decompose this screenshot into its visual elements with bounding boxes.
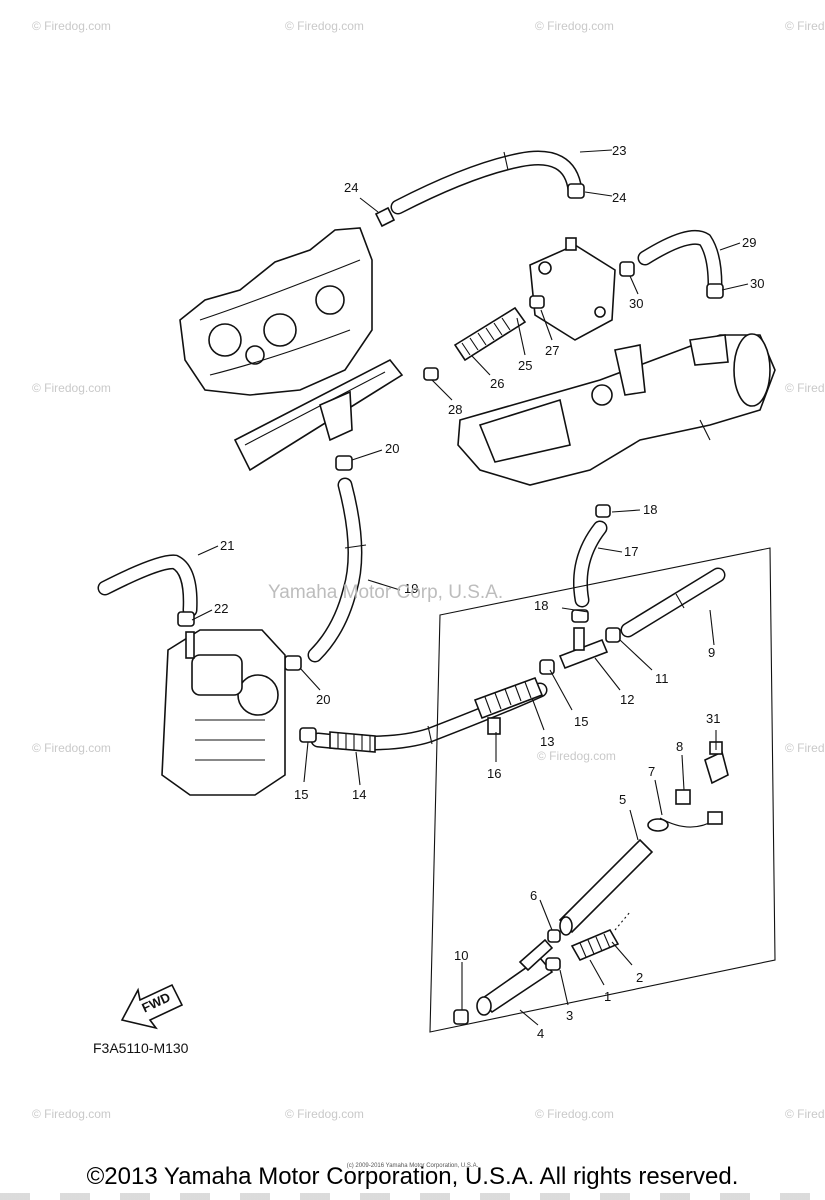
inset-frame: [429, 547, 776, 1033]
corrugated-16: [473, 676, 544, 735]
callout-16: 16: [487, 766, 501, 781]
callout-9: 9: [708, 645, 715, 660]
clamp-18-mid: [571, 609, 589, 623]
callout-11: 11: [655, 671, 669, 686]
clamp-24-left: [374, 206, 396, 228]
callout-4: 4: [537, 1026, 544, 1041]
bracket-wire: [659, 811, 723, 828]
clamp-27: [529, 295, 545, 309]
manifold-plate: [233, 358, 404, 472]
callout-15: 15: [574, 714, 588, 729]
callout-22: 22: [214, 601, 228, 616]
callout-2: 2: [636, 970, 643, 985]
footer-strip: [0, 1193, 825, 1200]
clamp-10: [453, 1009, 469, 1025]
watermark: © Firedog.com: [535, 1107, 614, 1121]
hose-21: [97, 554, 198, 618]
watermark: © Firedog.com: [285, 1107, 364, 1121]
watermark: © Firedog.com: [32, 741, 111, 755]
clamp-22: [177, 611, 195, 627]
callout-1: 1: [604, 989, 611, 1004]
clamp-11: [605, 627, 621, 643]
clamp-18-top: [595, 504, 611, 518]
callout-19: 19: [404, 581, 418, 596]
clamp-6: [547, 929, 561, 943]
callout-6: 6: [530, 888, 537, 903]
callout-8: 8: [676, 739, 683, 754]
clamp-15-left: [299, 727, 317, 743]
joint-4: [476, 938, 554, 1016]
clamp-20-top: [335, 455, 353, 471]
callout-3: 3: [566, 1008, 573, 1023]
hose-29: [637, 229, 723, 293]
connector-31: [704, 741, 729, 785]
exhaust-guide: [457, 333, 776, 486]
callout-31: 31: [706, 711, 720, 726]
callout-30: 30: [750, 276, 764, 291]
clamp-30-left: [619, 261, 635, 277]
diagram-code: F3A5110-M130: [93, 1040, 189, 1056]
callout-28: 28: [448, 402, 462, 417]
callouts: 23 24 24 29 30 30 27 25 26 28 20 18 17 1…: [214, 143, 764, 1041]
callout-14: 14: [352, 787, 366, 802]
callout-30: 30: [629, 296, 643, 311]
watermark: © Firedog.com: [32, 1107, 111, 1121]
callout-20: 20: [316, 692, 330, 707]
leader-lines: [191, 149, 749, 1026]
hose-23: [390, 150, 583, 215]
t-joint-12: [558, 627, 609, 670]
callout-20: 20: [385, 441, 399, 456]
clamp-24-right: [567, 183, 585, 199]
watermark: © Firedog.com: [32, 381, 111, 395]
watermark: © Firedog.com: [537, 749, 616, 763]
callout-18: 18: [643, 502, 657, 517]
fwd-arrow-icon: FWD: [120, 983, 184, 1030]
hose-19: [307, 477, 367, 663]
watermark-layer: © Firedog.com © Firedog.com © Firedog.co…: [32, 19, 825, 1121]
callout-15: 15: [294, 787, 308, 802]
pump-unit: [161, 629, 286, 796]
callout-7: 7: [648, 764, 655, 779]
washer-7: [647, 818, 669, 832]
callout-13: 13: [540, 734, 554, 749]
callout-18: 18: [534, 598, 548, 613]
center-watermark: Yamaha Motor Corp, U.S.A.: [268, 582, 504, 603]
hose-26: [453, 306, 527, 362]
callout-29: 29: [742, 235, 756, 250]
clamp-15-right: [539, 659, 555, 675]
watermark: © Firedog.com: [785, 381, 825, 395]
callout-5: 5: [619, 792, 626, 807]
watermark: © Firedog.com: [785, 19, 825, 33]
clamp-28: [423, 367, 439, 381]
corrugated-2: [570, 911, 631, 962]
clamp-30-right: [706, 283, 724, 299]
hose-9: [620, 567, 726, 638]
callout-24: 24: [612, 190, 626, 205]
clamp-3: [545, 957, 561, 971]
thermostat-housing: [529, 237, 616, 341]
watermark: © Firedog.com: [785, 741, 825, 755]
callout-26: 26: [490, 376, 504, 391]
callout-25: 25: [518, 358, 532, 373]
watermark: © Firedog.com: [32, 19, 111, 33]
footer-credit: (c) 2009-2016 Yamaha Motor Corporation, …: [346, 1163, 479, 1169]
clamp-20-bottom: [284, 655, 302, 671]
watermark: © Firedog.com: [785, 1107, 825, 1121]
watermark: © Firedog.com: [285, 19, 364, 33]
footer-copyright: ©2013 Yamaha Motor Corporation, U.S.A. A…: [86, 1163, 739, 1190]
nut-8: [675, 789, 691, 805]
callout-17: 17: [624, 544, 638, 559]
hose-17: [572, 520, 608, 608]
watermark: © Firedog.com: [535, 19, 614, 33]
callout-23: 23: [612, 143, 626, 158]
callout-10: 10: [454, 948, 468, 963]
exhaust-manifold: [179, 227, 373, 396]
callout-21: 21: [220, 538, 234, 553]
callout-24: 24: [344, 180, 358, 195]
flush-hose-5: [558, 838, 654, 936]
callout-12: 12: [620, 692, 634, 707]
callout-27: 27: [545, 343, 559, 358]
